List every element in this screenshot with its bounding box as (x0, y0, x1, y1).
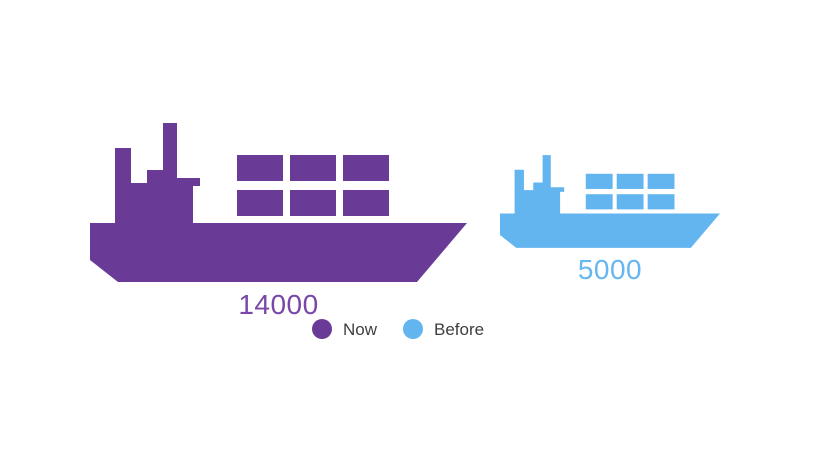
value-label-now: 14000 (238, 289, 319, 320)
container-box (585, 194, 613, 210)
legend: Now Before (312, 319, 484, 339)
legend-swatch-before-icon (403, 319, 424, 339)
ship-shape-now (90, 123, 467, 282)
container-box (616, 173, 644, 189)
container-box (616, 194, 644, 210)
legend-label-before: Before (434, 319, 485, 339)
container-box (647, 194, 675, 210)
pictogram-ship-before: 5000 (500, 155, 720, 284)
container-box (290, 155, 336, 181)
legend-item-before: Before (403, 319, 484, 339)
legend-swatch-now-icon (312, 319, 332, 339)
pictogram-ship-now: 14000 (90, 123, 467, 319)
value-label-before: 5000 (577, 254, 643, 285)
container-box (290, 190, 336, 216)
container-box (585, 173, 613, 189)
container-box (237, 155, 283, 181)
ship-bridge (115, 123, 200, 223)
container-box (647, 173, 675, 189)
legend-item-now: Now (312, 319, 377, 339)
ship-hull (90, 223, 467, 282)
ship-bridge (514, 155, 565, 214)
container-box (343, 155, 389, 181)
ship-shape-before (500, 155, 720, 248)
cargo-ship-icon-now (90, 123, 467, 282)
container-box (343, 190, 389, 216)
ship-hull (500, 213, 720, 248)
container-box (237, 190, 283, 216)
cargo-ship-icon-before (500, 155, 720, 248)
legend-label-now: Now (343, 319, 378, 339)
